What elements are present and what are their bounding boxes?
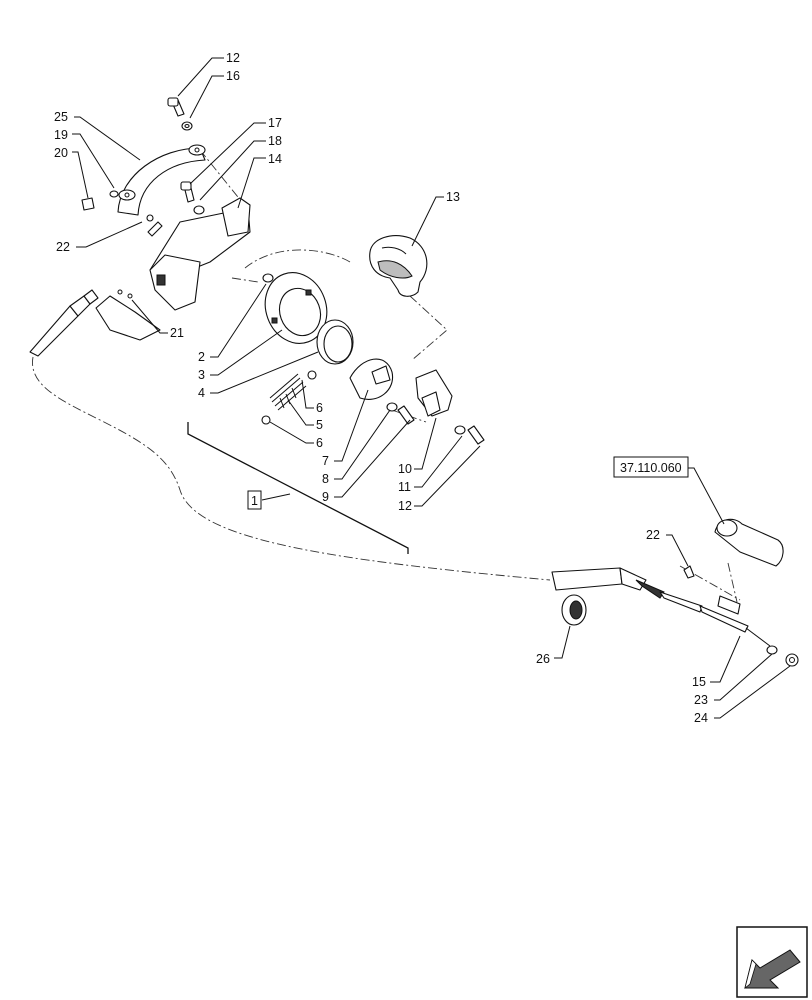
callout-1-box	[247, 490, 262, 510]
callout-5: 5	[316, 418, 323, 432]
cable-route-dashed	[32, 149, 741, 603]
gear-knob	[369, 235, 428, 297]
callout-3: 3	[198, 368, 205, 382]
callout-37-110-060: 37.110.060	[620, 461, 682, 475]
callout-10: 10	[398, 462, 412, 476]
upper-clamp-bracket	[117, 144, 206, 216]
callout-14: 14	[268, 152, 282, 166]
callout-13: 13	[446, 190, 460, 204]
callout-16: 16	[226, 69, 240, 83]
callout-8: 8	[322, 472, 329, 486]
disc-spring-assembly	[261, 319, 394, 425]
callout-25: 25	[54, 110, 68, 124]
callout-12-bottom: 12	[398, 499, 412, 513]
callout-6-top: 6	[316, 401, 323, 415]
bracket-frame	[187, 422, 409, 554]
arrow-back-icon[interactable]	[736, 926, 808, 998]
callout-18: 18	[268, 134, 282, 148]
callout-2: 2	[198, 350, 205, 364]
callout-24: 24	[694, 711, 708, 725]
callout-26: 26	[536, 652, 550, 666]
callout-23: 23	[694, 693, 708, 707]
callout-9: 9	[322, 490, 329, 504]
callout-22-right: 22	[646, 528, 660, 542]
cable-assembly-lower	[551, 567, 799, 667]
mounting-ring	[262, 272, 328, 344]
callout-20: 20	[54, 146, 68, 160]
callout-7: 7	[322, 454, 329, 468]
callout-19: 19	[54, 128, 68, 142]
hose-left	[29, 289, 99, 357]
callout-12-top: 12	[226, 51, 240, 65]
lever-block	[386, 369, 485, 445]
fasteners-top	[81, 97, 205, 237]
callout-21: 21	[170, 326, 184, 340]
callout-15: 15	[692, 675, 706, 689]
callout-ref-box	[613, 456, 689, 478]
column-housing	[95, 197, 251, 341]
callout-labels: 12 16 25 19 20 17 18 14 13 22 21 2 3 4 6…	[54, 51, 708, 725]
callout-4: 4	[198, 386, 205, 400]
callout-11: 11	[398, 480, 411, 494]
callout-6-bottom: 6	[316, 436, 323, 450]
callout-1: 1	[251, 494, 258, 508]
callout-17: 17	[268, 116, 282, 130]
lever-arm-right	[683, 518, 784, 615]
callout-22-left: 22	[56, 240, 70, 254]
leader-lines	[72, 57, 791, 719]
